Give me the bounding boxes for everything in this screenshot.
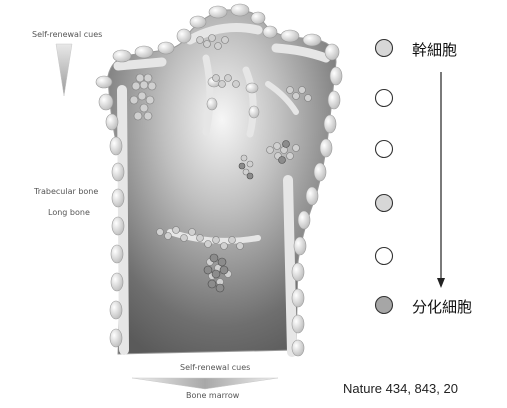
legend-circle-differentiated [376,297,393,314]
legend-circle-4 [376,195,393,212]
label-self-renewal-cues-bottom: Self-renewal cues [180,363,250,372]
legend-circle-3 [376,141,393,158]
label-trabecular-bone: Trabecular bone [34,187,98,196]
legend-circles [376,40,393,314]
label-bone-marrow: Bone marrow [186,391,239,400]
self-renewal-cue-top-shape [56,44,72,96]
label-self-renewal-cues-top: Self-renewal cues [32,30,102,39]
differentiation-arrow [437,72,445,288]
legend-circle-stem-cell [376,40,393,57]
legend-circle-2 [376,90,393,107]
legend-circle-5 [376,248,393,265]
self-renewal-cue-bottom-shape [132,378,278,389]
legend-label-stem-cell: 幹細胞 [412,39,457,60]
label-long-bone: Long bone [48,208,90,217]
citation: Nature 434, 843, 20 [343,381,458,396]
legend-label-differentiated-cell: 分化細胞 [412,296,472,317]
